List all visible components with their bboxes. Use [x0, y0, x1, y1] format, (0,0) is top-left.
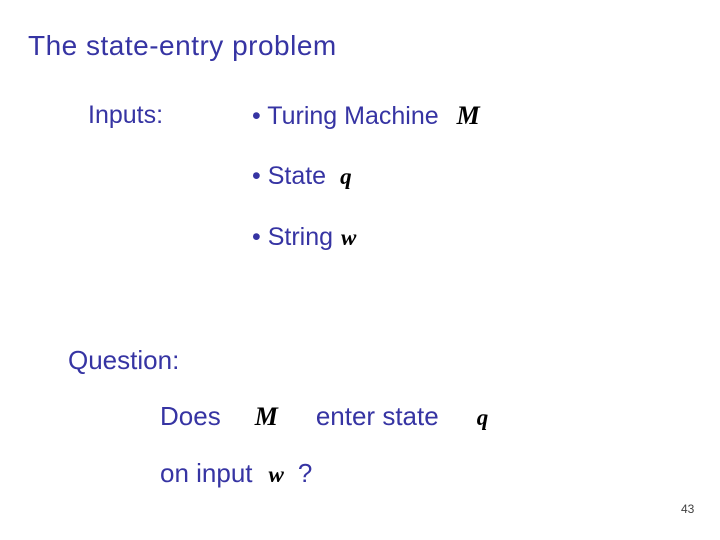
bullet-string: • String w	[252, 223, 356, 252]
question-line2-on-input: on input	[160, 458, 253, 488]
slide-title: The state-entry problem	[28, 30, 337, 61]
question-line1-does: Does	[160, 401, 221, 431]
math-symbol-q: q	[340, 164, 352, 189]
question-line-2: on input w ?	[160, 458, 312, 489]
question-mark: ?	[297, 458, 313, 488]
bullet-turing-machine: • Turing Machine M	[252, 101, 480, 131]
page-number: 43	[681, 502, 695, 516]
question-line-1: Does M enter state q	[160, 401, 488, 432]
bullet-string-label: • String	[252, 223, 334, 251]
question-line1-enter-state: enter state	[315, 401, 439, 431]
question-label: Question:	[68, 345, 180, 375]
math-symbol-q-question: q	[476, 405, 489, 430]
bullet-state: • State q	[252, 162, 352, 191]
math-symbol-w: w	[341, 225, 357, 250]
bullet-turing-machine-label: • Turing Machine	[252, 102, 439, 130]
math-symbol-M: M	[456, 101, 480, 130]
math-symbol-M-question: M	[254, 402, 278, 431]
inputs-label: Inputs:	[88, 101, 164, 129]
math-symbol-w-question: w	[268, 462, 284, 487]
bullet-state-label: • State	[252, 162, 327, 190]
